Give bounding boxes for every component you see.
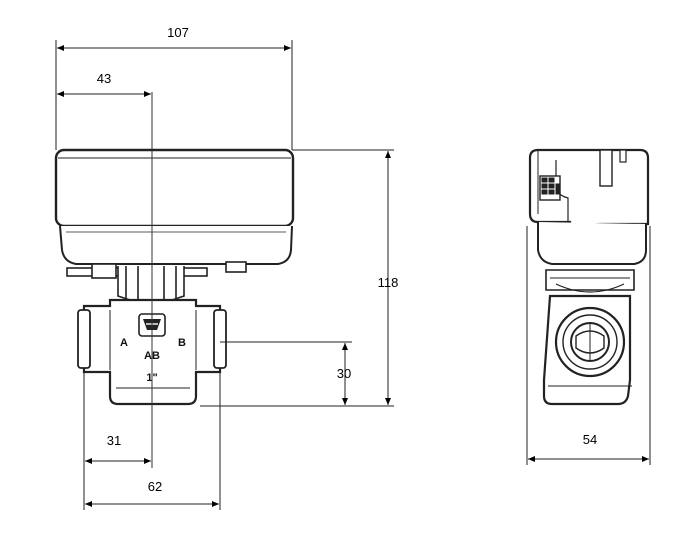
dim-port-height: 30 bbox=[337, 366, 351, 381]
valve-body bbox=[77, 298, 227, 406]
mounting-bracket bbox=[66, 261, 247, 301]
dim-half-body: 31 bbox=[107, 433, 121, 448]
side-dimension-lines bbox=[526, 226, 651, 465]
side-valve-body bbox=[542, 294, 632, 406]
port-a-label: A bbox=[120, 337, 128, 349]
dim-total-height: 118 bbox=[378, 275, 399, 290]
dim-axis-offset: 43 bbox=[97, 71, 111, 86]
port-b-label: B bbox=[178, 337, 186, 349]
side-bracket bbox=[545, 269, 635, 293]
side-view bbox=[528, 148, 650, 406]
side-actuator-housing bbox=[528, 148, 650, 265]
terminal-connector bbox=[539, 175, 561, 201]
dim-total-width: 107 bbox=[167, 25, 189, 40]
front-view bbox=[54, 148, 295, 406]
actuator-housing bbox=[54, 148, 295, 265]
dim-body-width: 62 bbox=[148, 479, 162, 494]
dimension-lines bbox=[55, 40, 394, 510]
dim-side-width: 54 bbox=[583, 432, 597, 447]
